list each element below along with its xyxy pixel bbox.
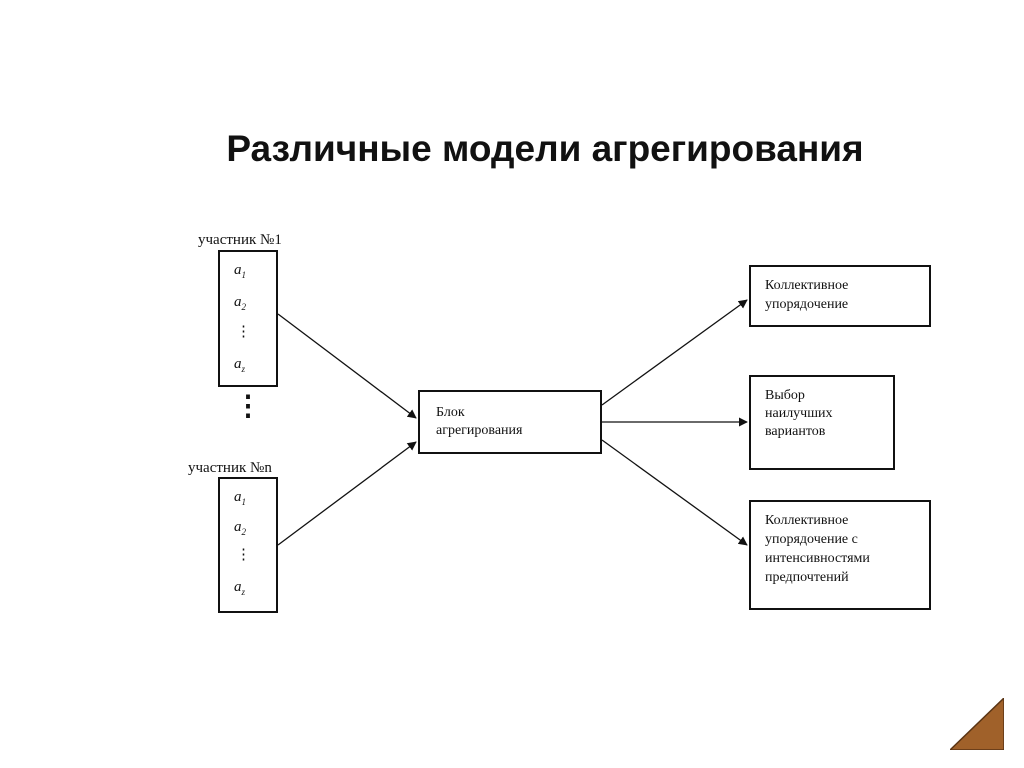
output-text-line: предпочтений xyxy=(765,570,849,585)
arrow-participant-1-to-block xyxy=(277,313,417,419)
arrow-block-to-output-1 xyxy=(601,299,748,406)
aggregation-block-line2: агрегирования xyxy=(436,423,523,438)
output-collective-ordering: Коллективное упорядочение xyxy=(749,265,931,327)
participant-1-label: участник №1 xyxy=(198,232,282,248)
participants-ellipsis: ⋮ xyxy=(234,391,262,422)
arrow-participant-n-to-block xyxy=(277,441,417,546)
output-text-line: Выбор xyxy=(765,388,805,403)
output-text-line: Коллективное xyxy=(765,513,849,528)
aggregation-block-line1: Блок xyxy=(436,405,465,420)
slide-title: Различные модели агрегирования xyxy=(226,128,864,169)
arrow-block-to-output-3 xyxy=(601,439,748,546)
output-text-line: интенсивностями xyxy=(765,551,870,566)
output-best-choice: Выбор наилучших вариантов xyxy=(749,375,895,470)
participant-1-item: ⋮ xyxy=(236,324,251,340)
participant-1-item: a2 xyxy=(234,294,246,312)
participant-1-box: a1 a2 ⋮ az xyxy=(218,250,278,387)
output-text-line: наилучших xyxy=(765,406,833,421)
participant-n-item: a1 xyxy=(234,489,246,507)
participant-n-item: ⋮ xyxy=(236,547,251,563)
aggregation-block: Блок агрегирования xyxy=(418,390,602,454)
participant-n-item: a2 xyxy=(234,519,246,537)
output-text-line: Коллективное xyxy=(765,278,849,293)
participant-n-box: a1 a2 ⋮ az xyxy=(218,477,278,613)
output-text-line: упорядочение с xyxy=(765,532,858,547)
output-text-line: вариантов xyxy=(765,424,826,439)
output-intensity-ordering: Коллективное упорядочение с интенсивност… xyxy=(749,500,931,610)
output-text-line: упорядочение xyxy=(765,297,849,312)
participant-1-item: az xyxy=(234,356,246,374)
participant-n-item: az xyxy=(234,579,246,597)
participant-1-item: a1 xyxy=(234,262,246,280)
participant-n-label: участник №n xyxy=(188,460,272,476)
corner-triangle-edge xyxy=(950,698,1004,750)
